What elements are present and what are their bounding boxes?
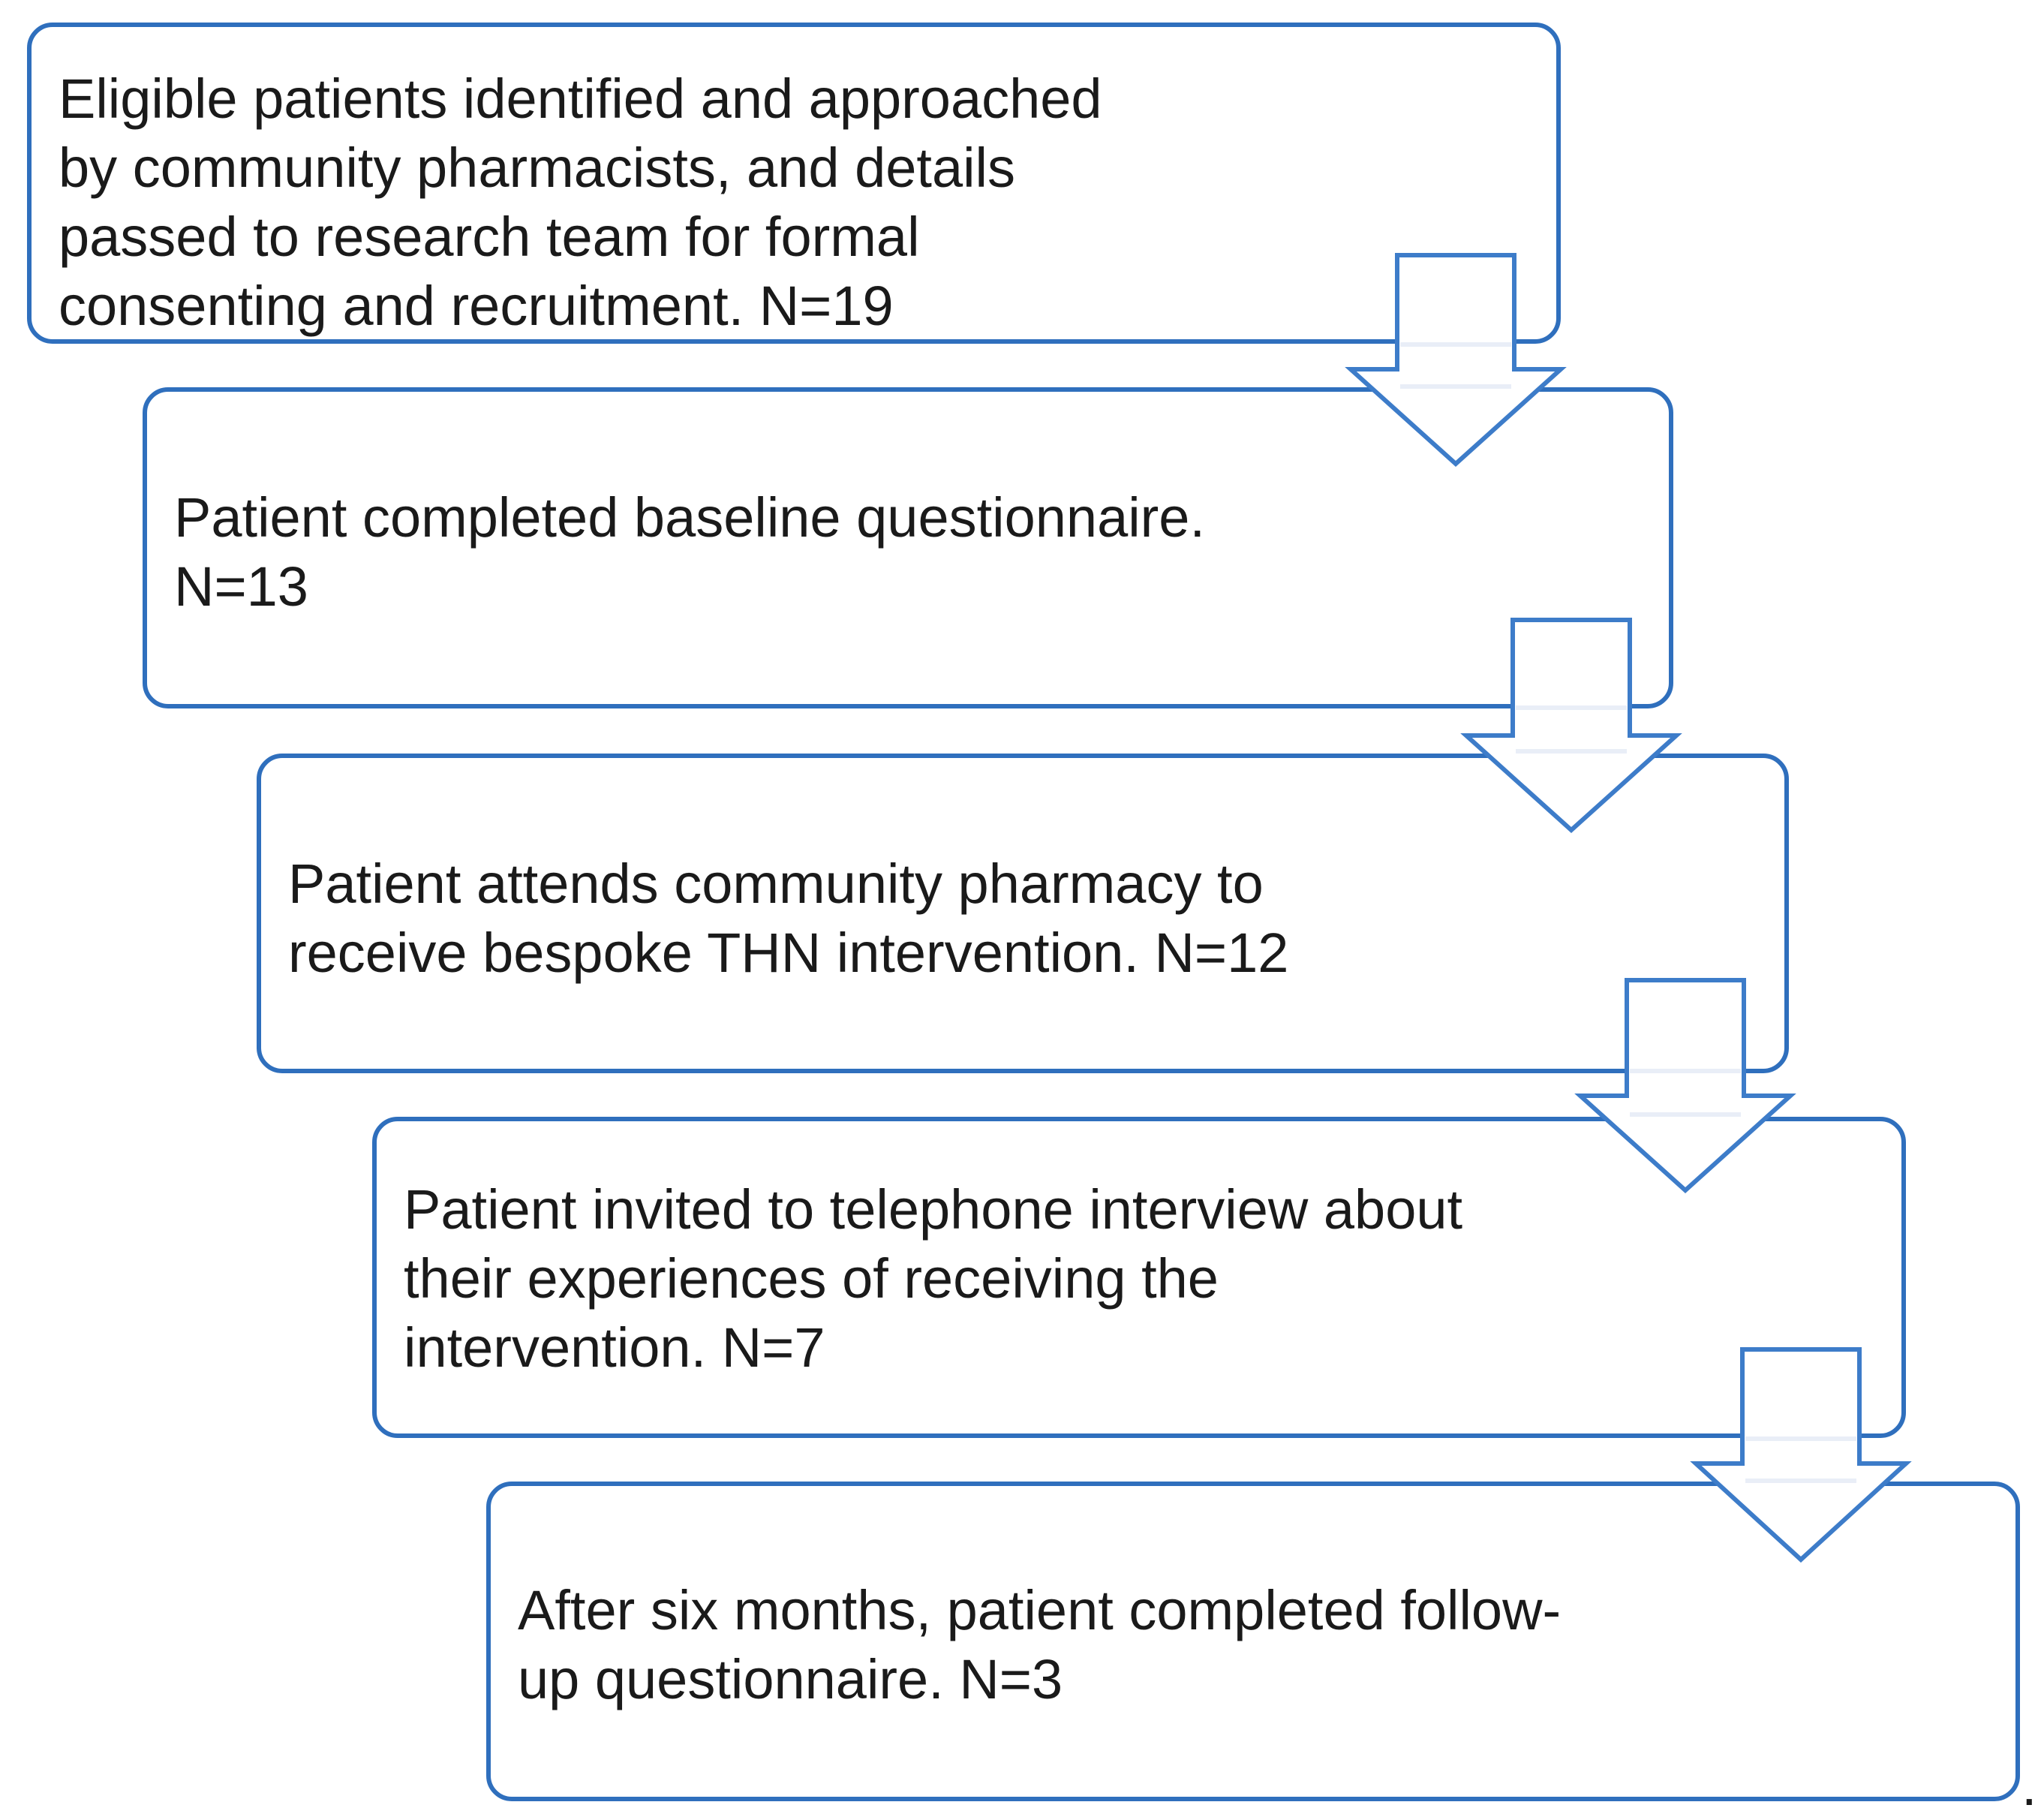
flow-step-5-text: After six months, patient completed foll… — [518, 1579, 1562, 1710]
flow-step-1: Eligible patients identified and approac… — [27, 23, 1561, 344]
flow-step-4: Patient invited to telephone interview a… — [372, 1117, 1906, 1438]
flow-step-2: Patient completed baseline questionnaire… — [143, 387, 1673, 708]
flow-step-3: Patient attends community pharmacy to re… — [257, 754, 1789, 1073]
flow-step-2-text: Patient completed baseline questionnaire… — [174, 486, 1206, 618]
trailing-period: . — [2021, 1755, 2037, 1817]
flow-step-1-text: Eligible patients identified and approac… — [59, 68, 1102, 337]
flow-step-3-text: Patient attends community pharmacy to re… — [288, 853, 1289, 984]
flow-step-4-text: Patient invited to telephone interview a… — [404, 1178, 1463, 1379]
flow-step-5: After six months, patient completed foll… — [486, 1482, 2020, 1801]
